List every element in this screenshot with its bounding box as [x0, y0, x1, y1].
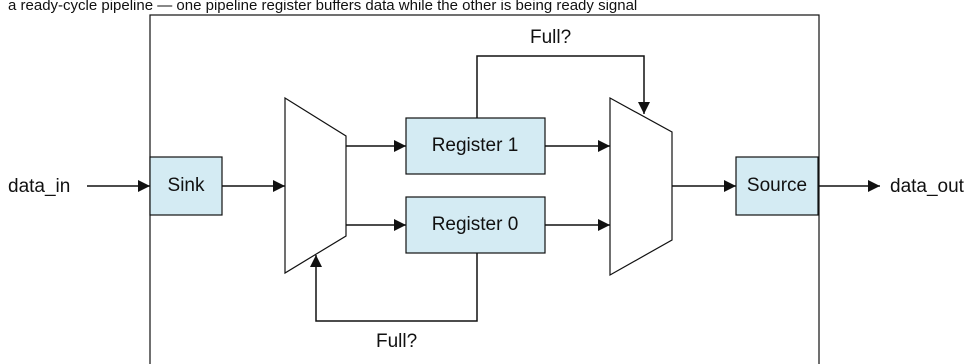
data-out-label: data_out: [890, 176, 965, 197]
sink-block: [149, 156, 223, 216]
full-feedback-bottom-path: [310, 253, 478, 322]
sink-label: Sink: [168, 175, 205, 196]
register-1-label: Register 1: [432, 135, 519, 156]
register-0-label: Register 0: [432, 214, 519, 235]
pipeline-boundary: [149, 14, 820, 364]
full-label-bottom: Full?: [376, 331, 417, 352]
data-in-label: data_in: [8, 176, 70, 197]
full-feedback-top-path: [476, 55, 650, 118]
source-label: Source: [747, 175, 807, 196]
register-1-block: [405, 117, 546, 175]
register-0-block: [405, 196, 546, 254]
mux-shape: [609, 96, 673, 277]
demux-shape: [284, 96, 347, 275]
full-label-top: Full?: [530, 27, 571, 48]
caption-text: a ready-cycle pipeline — one pipeline re…: [8, 0, 637, 14]
